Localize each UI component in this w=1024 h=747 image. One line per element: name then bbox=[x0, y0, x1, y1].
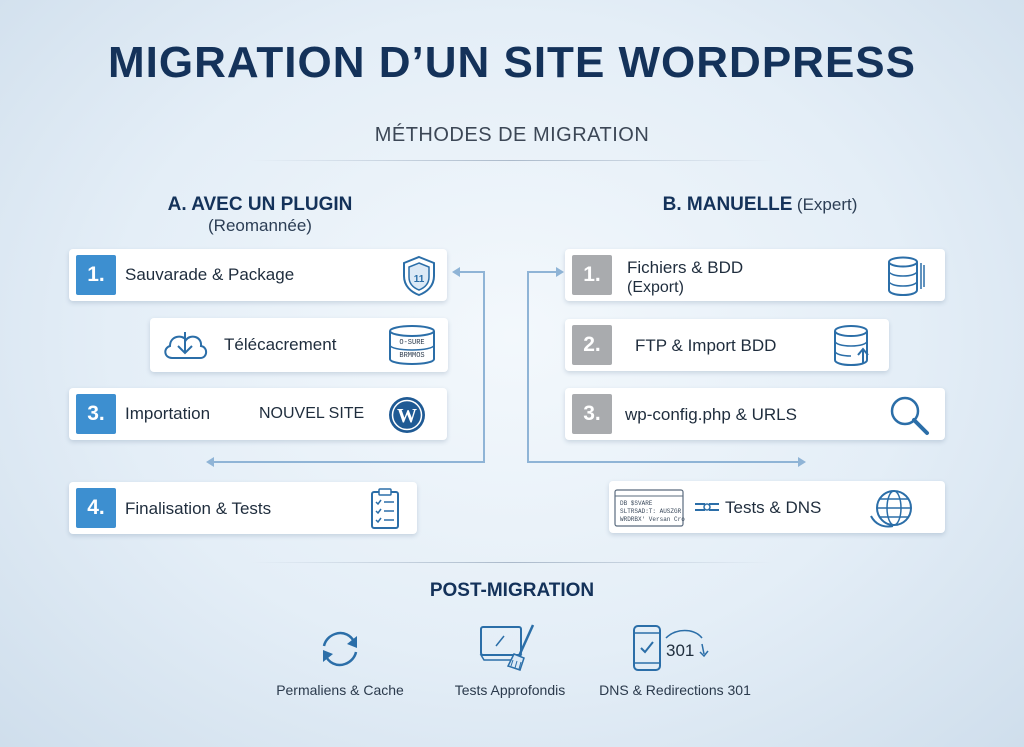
plugin-step-1[interactable]: 1. Sauvarade & Package 11 bbox=[69, 249, 447, 301]
step-label: FTP & Import BDD bbox=[635, 336, 777, 355]
terminal-window-icon: DB $SVARE SLTRSAD:T: AUSZGR WRDRBX' Vers… bbox=[614, 489, 685, 527]
plugin-heading-title: A. AVEC UN PLUGIN bbox=[167, 194, 353, 215]
plugin-step-3[interactable]: 3. Importation NOUVEL SITE W bbox=[69, 388, 447, 440]
manual-step-4[interactable]: DB $SVARE SLTRSAD:T: AUSZGR WRDRBX' Vers… bbox=[609, 481, 945, 533]
database-icon bbox=[888, 256, 925, 297]
step-label: Tests & DNS bbox=[725, 498, 822, 517]
step-number: 1. bbox=[572, 255, 612, 295]
svg-text:11: 11 bbox=[414, 274, 425, 285]
svg-text:SLTRSAD:T: AUSZGR: SLTRSAD:T: AUSZGR bbox=[620, 508, 682, 515]
cloud-download-icon bbox=[164, 332, 208, 359]
phone-redirect-icon: 301 bbox=[633, 625, 709, 671]
globe-icon bbox=[870, 490, 912, 528]
svg-text:WRDRBX' Versan Cro: WRDRBX' Versan Cro bbox=[620, 516, 685, 523]
plugin-heading-paren: (Reomannée) bbox=[208, 216, 312, 235]
post-migration-title: POST-MIGRATION bbox=[429, 580, 595, 601]
step-label: Importation bbox=[125, 404, 211, 423]
plugin-flow-arrow bbox=[212, 271, 485, 463]
plugin-step-2[interactable]: Télécacrement O-SURE BRMMOS bbox=[150, 318, 448, 372]
broom-screen-icon bbox=[479, 624, 535, 671]
refresh-icon bbox=[322, 631, 358, 667]
redirect-code: 301 bbox=[666, 641, 694, 660]
divider-top bbox=[250, 160, 774, 161]
svg-text:O-SURE: O-SURE bbox=[399, 339, 424, 347]
step-label: wp-config.php & URLS bbox=[625, 405, 797, 424]
manual-heading: B. MANUELLE (Expert) bbox=[620, 194, 900, 216]
database-upload-icon bbox=[834, 325, 869, 367]
post-item-label: DNS & Redirections 301 bbox=[599, 682, 751, 698]
manual-step-2[interactable]: 2. FTP & Import BDD bbox=[565, 319, 889, 371]
new-site-label: NOUVEL SITE bbox=[259, 405, 365, 422]
svg-text:BRMMOS: BRMMOS bbox=[399, 352, 424, 360]
manual-step-1[interactable]: 1. Fichiers & BDD (Export) bbox=[565, 249, 945, 301]
wordpress-icon: W bbox=[389, 397, 425, 433]
divider-bottom bbox=[250, 562, 774, 563]
manual-heading-title: B. MANUELLE bbox=[662, 194, 793, 215]
page-subtitle: MÉTHODES DE MIGRATION bbox=[374, 124, 650, 146]
database-icon: O-SURE BRMMOS bbox=[389, 325, 435, 366]
link-arrows-icon bbox=[695, 503, 719, 511]
checklist-icon bbox=[371, 488, 399, 529]
manual-step-3[interactable]: 3. wp-config.php & URLS bbox=[565, 388, 945, 440]
manual-heading-paren: (Expert) bbox=[796, 195, 858, 214]
shield-icon: 11 bbox=[403, 255, 435, 297]
step-label: Télécacrement bbox=[224, 335, 337, 354]
svg-text:W: W bbox=[397, 405, 417, 427]
manual-flow-arrow bbox=[527, 271, 800, 463]
plugin-heading: A. AVEC UN PLUGIN (Reomannée) bbox=[140, 194, 380, 236]
step-number: 2. bbox=[572, 325, 612, 365]
post-item-label: Tests Approfondis bbox=[454, 682, 566, 698]
plugin-step-4[interactable]: 4. Finalisation & Tests bbox=[69, 482, 417, 534]
page-title: MIGRATION D’UN SITE WORDPRESS bbox=[108, 38, 916, 87]
svg-text:DB $SVARE: DB $SVARE bbox=[620, 500, 653, 507]
step-number: 1. bbox=[76, 255, 116, 295]
step-number: 3. bbox=[572, 394, 612, 434]
step-number: 4. bbox=[76, 488, 116, 528]
step-label: Fichiers & BDD bbox=[627, 258, 744, 277]
post-item-label: Permaliens & Cache bbox=[276, 682, 404, 698]
step-label: Sauvarade & Package bbox=[125, 265, 295, 284]
step-label: Finalisation & Tests bbox=[125, 499, 272, 518]
step-label-2: (Export) bbox=[627, 279, 684, 296]
search-icon bbox=[890, 396, 929, 435]
step-number: 3. bbox=[76, 394, 116, 434]
